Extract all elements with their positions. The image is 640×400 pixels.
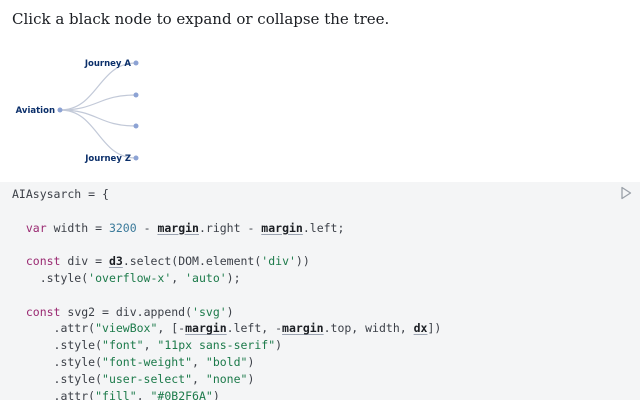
tree-link: [59, 109, 137, 127]
code-line: const div = d3.select(DOM.element('div')…: [12, 253, 441, 270]
code-line: [12, 203, 441, 220]
play-icon[interactable]: [620, 186, 632, 200]
code-reference[interactable]: margin: [157, 220, 199, 235]
code-line: const svg2 = div.append('svg'): [12, 304, 441, 321]
code-string: "user-select": [102, 371, 193, 386]
code-text: ): [226, 304, 234, 319]
tree-link: [59, 109, 137, 159]
tree-diagram: Aviation Journey A Journey Z: [16, 59, 139, 164]
code-text: .style(: [12, 338, 103, 353]
tree-links: [59, 62, 137, 159]
code-text: AIAsysarch = {: [12, 187, 109, 201]
code-text: ,: [136, 388, 151, 400]
code-text: [12, 305, 26, 319]
code-text: .right -: [198, 220, 262, 235]
code-string: "none": [205, 371, 248, 386]
code-line: var width = 3200 - margin.right - margin…: [12, 220, 441, 237]
tree-node-child[interactable]: [133, 92, 139, 98]
code-text: svg2 = div.append(: [60, 304, 193, 319]
tree-label-root: Aviation: [16, 106, 55, 116]
code-keyword: const: [25, 254, 61, 269]
code-text: .attr(: [12, 388, 96, 400]
code-keyword: const: [25, 304, 61, 319]
code-keyword: var: [25, 220, 47, 235]
code-text: .style(: [12, 270, 89, 285]
code-text: ,: [143, 338, 158, 353]
tree-link: [59, 94, 137, 111]
code-reference[interactable]: d3: [108, 254, 123, 269]
code-string: "font-weight": [102, 354, 193, 369]
code-reference[interactable]: dx: [413, 321, 428, 336]
code-line: .attr("viewBox", [-margin.left, -margin.…: [12, 320, 442, 337]
code-text: .style(: [12, 371, 103, 386]
code-line: [12, 236, 441, 253]
code-cell[interactable]: AIAsysarch = { var width = 3200 - margin…: [0, 182, 640, 400]
code-string: 'auto': [185, 270, 227, 285]
code-string: "#0B2F6A": [150, 388, 213, 400]
code-reference[interactable]: margin: [185, 321, 227, 336]
code-text: )): [295, 254, 310, 269]
code-text: [12, 254, 26, 268]
code-string: 'div': [261, 254, 296, 269]
code-text: ): [247, 354, 255, 369]
code-line: .attr("fill", "#0B2F6A"): [12, 388, 441, 400]
code-text: ): [247, 371, 255, 386]
code-string: 'overflow-x': [88, 270, 172, 285]
code-line: .style('overflow-x', 'auto');: [12, 270, 441, 287]
code-reference[interactable]: margin: [282, 321, 324, 336]
code-block: AIAsysarch = { var width = 3200 - margin…: [12, 186, 441, 400]
code-string: "font": [102, 338, 144, 353]
code-text: ): [275, 338, 283, 353]
code-text: .top, width,: [323, 321, 414, 336]
code-text: ,: [192, 354, 206, 369]
code-line: AIAsysarch = {: [12, 186, 441, 203]
code-string: "11px sans-serif": [157, 338, 276, 353]
code-text: .select(DOM.element(: [122, 254, 262, 269]
tree-node-child[interactable]: [133, 123, 139, 129]
code-string: 'svg': [192, 304, 227, 319]
code-text: width =: [46, 220, 109, 235]
tree-node-child[interactable]: [133, 60, 139, 66]
tree-node-root[interactable]: [57, 107, 63, 113]
code-text: ,: [171, 270, 186, 285]
code-line: [12, 287, 441, 304]
code-text: div =: [60, 254, 109, 269]
code-text: -: [136, 220, 158, 235]
code-line: .style("user-select", "none"): [12, 371, 441, 388]
code-text: ]): [427, 321, 442, 336]
code-text: .style(: [12, 354, 103, 369]
tree-node-child[interactable]: [133, 155, 139, 161]
code-string: "viewBox": [95, 321, 158, 336]
code-text: .left, -: [226, 321, 283, 336]
code-string: "fill": [95, 388, 137, 400]
tree-link: [59, 62, 137, 111]
code-text: .left;: [302, 220, 345, 235]
intro-text: Click a black node to expand or collapse…: [12, 10, 390, 28]
code-line: .style("font-weight", "bold"): [12, 354, 441, 371]
code-string: "bold": [205, 354, 248, 369]
code-number: 3200: [108, 220, 137, 235]
code-text: , [-: [157, 321, 186, 336]
code-text: [12, 221, 26, 235]
code-reference[interactable]: margin: [261, 220, 303, 235]
tree-label-child: Journey A: [84, 59, 132, 69]
code-text: .attr(: [12, 321, 96, 336]
code-text: ): [212, 388, 220, 400]
code-line: .style("font", "11px sans-serif"): [12, 337, 441, 354]
code-text: ,: [192, 371, 206, 386]
tree-label-child: Journey Z: [84, 154, 131, 164]
code-text: );: [226, 270, 241, 285]
